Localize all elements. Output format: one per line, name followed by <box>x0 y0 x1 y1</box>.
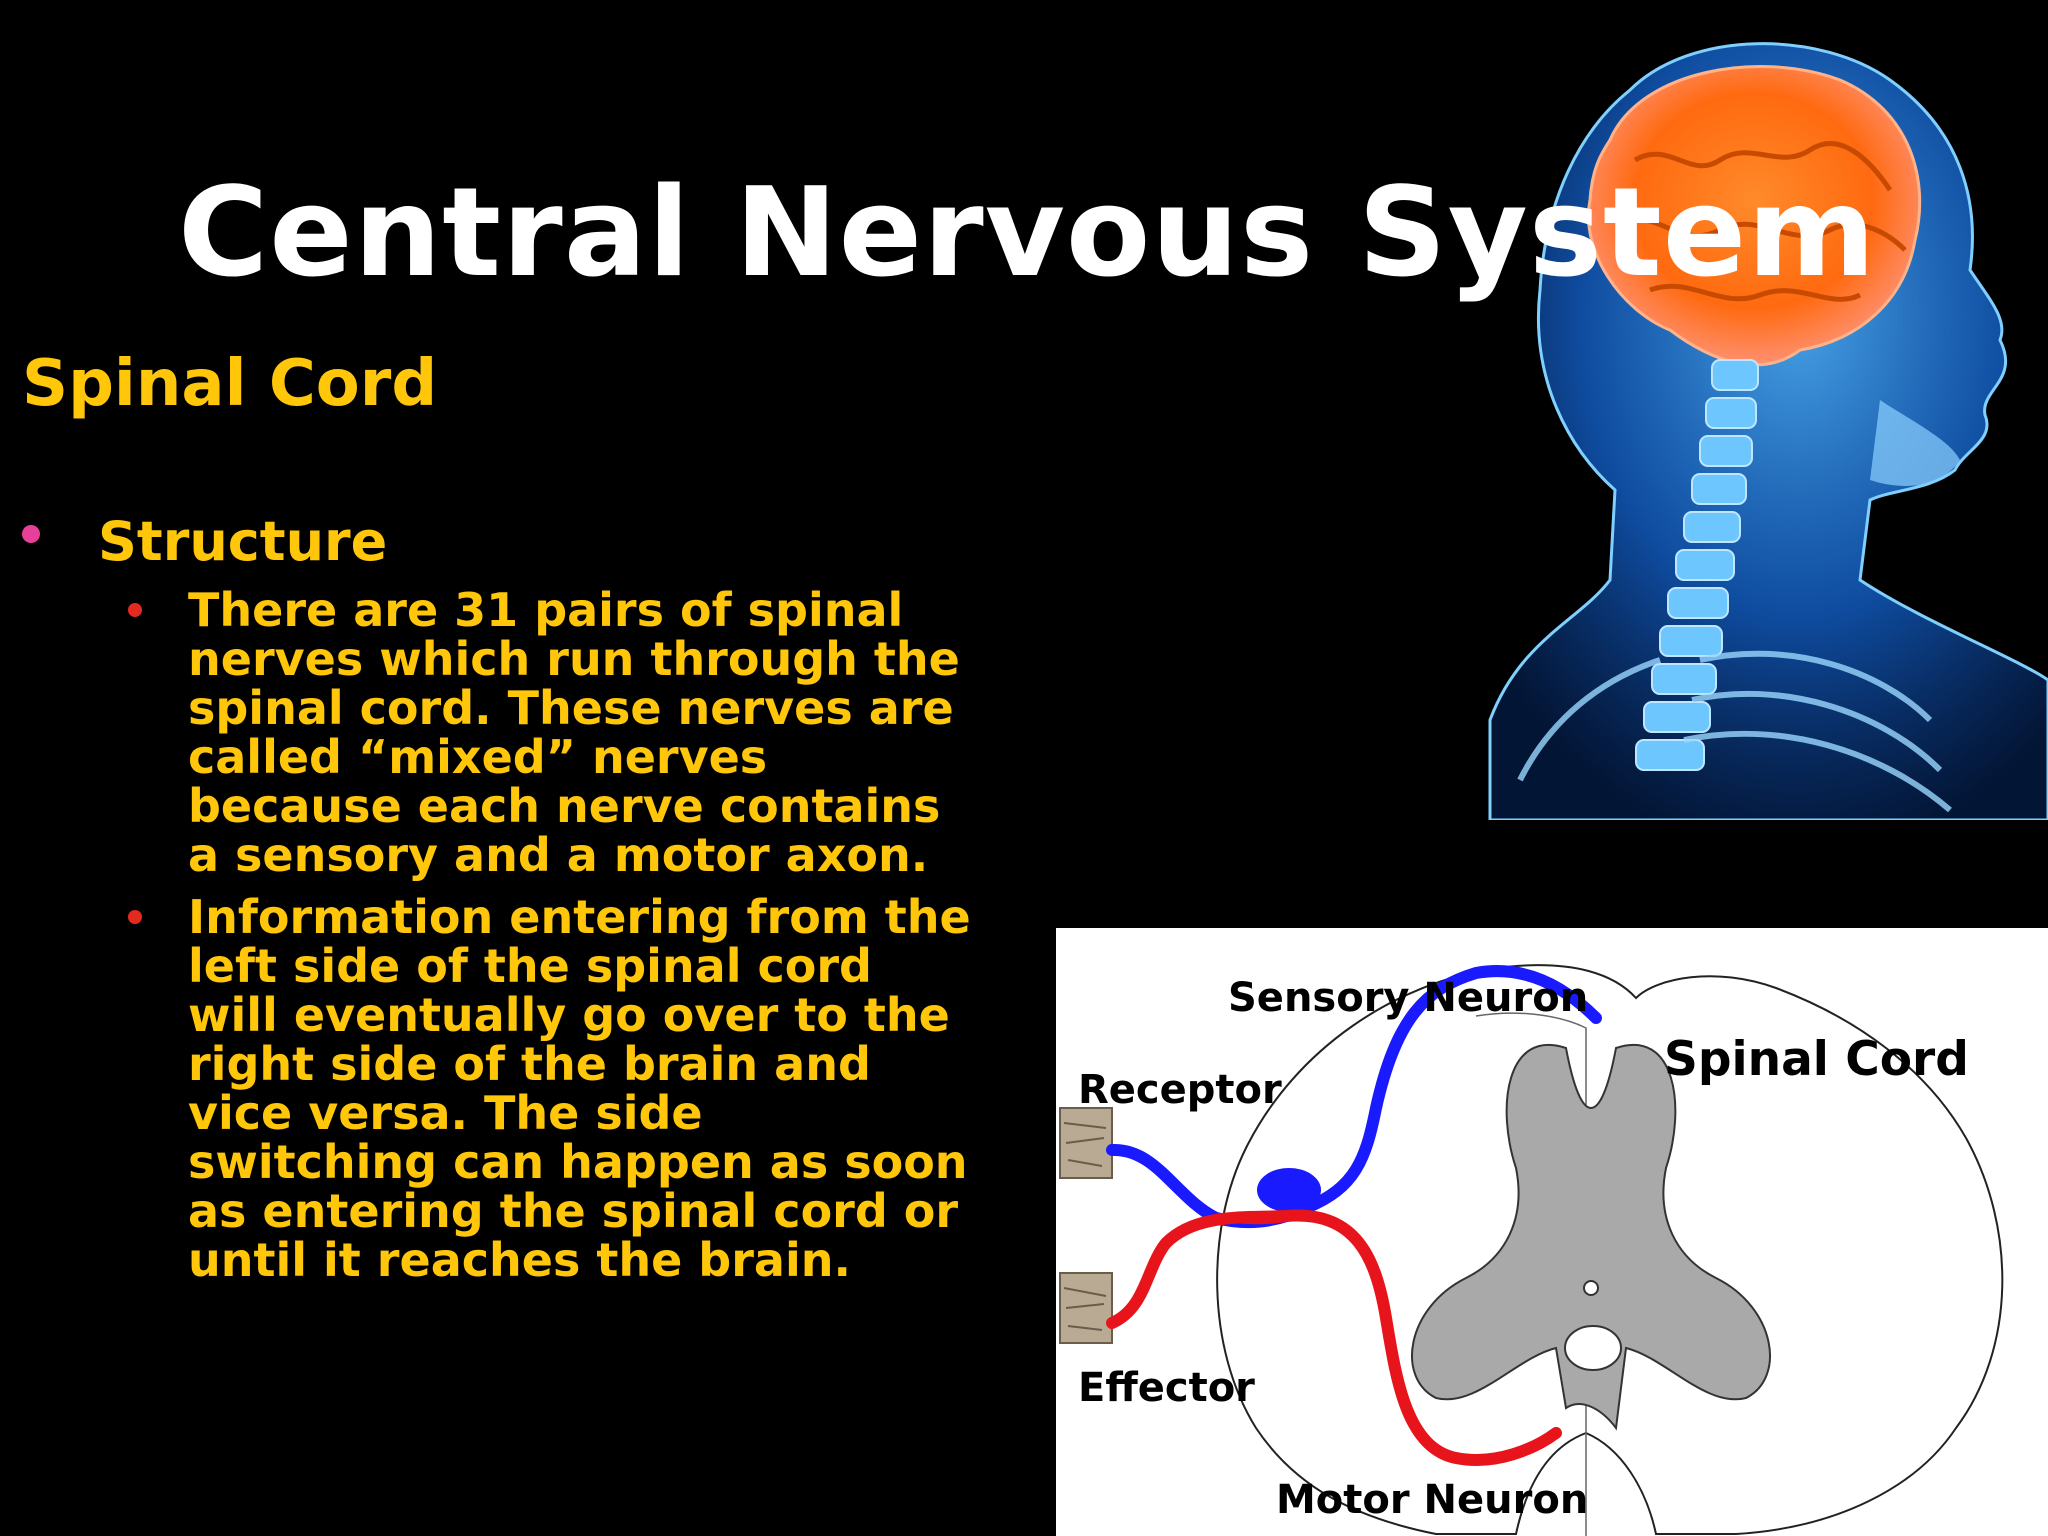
receptor-label: Receptor <box>1078 1067 1282 1113</box>
sub-bullet-nerves-text: There are 31 pairs of spinal nerves whic… <box>188 583 960 882</box>
slide-title: Central Nervous System <box>178 162 1877 305</box>
sub-bullet-crossover: Information entering from the left side … <box>128 893 1058 1293</box>
sensory-neuron-label: Sensory Neuron <box>1228 975 1589 1021</box>
slide-subtitle: Spinal Cord <box>22 347 438 421</box>
bullet-dot <box>22 525 40 543</box>
sub-bullet-crossover-text: Information entering from the left side … <box>188 890 971 1287</box>
sub-bullet-nerves: There are 31 pairs of spinal nerves whic… <box>128 586 1058 886</box>
sub-bullet-dot <box>128 603 142 617</box>
sub-bullet-dot <box>128 910 142 924</box>
reflex-arc-drawing <box>1059 964 2004 1536</box>
brain-head-illustration <box>1488 42 2048 820</box>
spinal-cord-label: Spinal Cord <box>1664 1032 1969 1087</box>
motor-neuron-label: Motor Neuron <box>1276 1477 1589 1523</box>
reflex-arc-diagram: Sensory Neuron Receptor Effector Motor N… <box>1056 928 2048 1536</box>
bullet-structure-text: Structure <box>98 510 388 573</box>
effector-label: Effector <box>1078 1365 1255 1411</box>
